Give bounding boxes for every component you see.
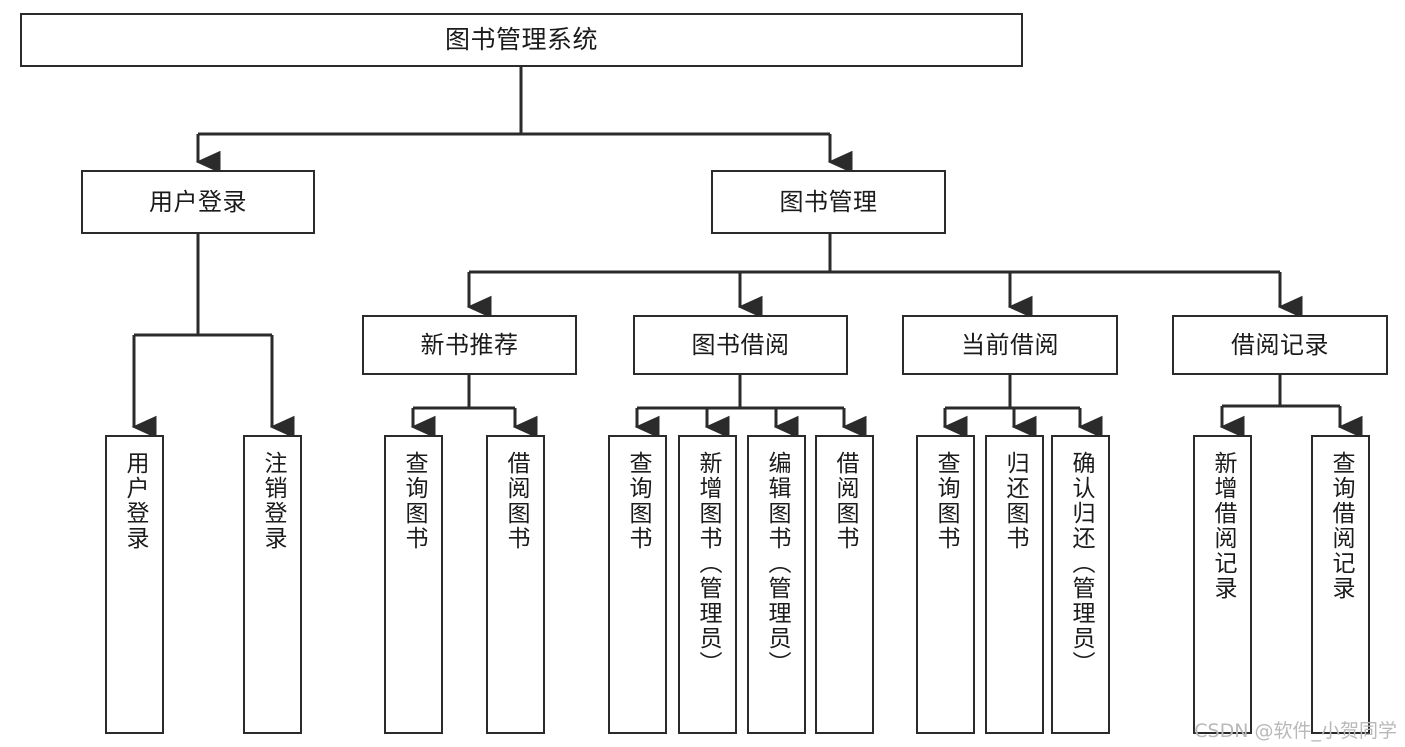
node-book-borrow[interactable]: 图书借阅 xyxy=(633,315,848,375)
node-book-borrow-label: 图书借阅 xyxy=(691,330,790,359)
node-leaf-query-book-1-label: 查询图书 xyxy=(401,451,427,551)
node-leaf-add-borrow-record[interactable]: 新增借阅记录 xyxy=(1193,435,1252,734)
node-leaf-logout-login-label: 注销登录 xyxy=(260,451,286,551)
node-leaf-return-book-label: 归还图书 xyxy=(1002,451,1028,551)
node-leaf-user-login[interactable]: 用户登录 xyxy=(105,435,164,734)
node-leaf-query-book-1[interactable]: 查询图书 xyxy=(384,435,443,734)
node-borrow-record[interactable]: 借阅记录 xyxy=(1172,315,1388,375)
node-leaf-query-book-3-label: 查询图书 xyxy=(933,451,959,551)
node-leaf-edit-book[interactable]: 编辑图书（管理员） xyxy=(747,435,806,734)
node-book-management-label: 图书管理 xyxy=(779,187,878,216)
node-current-borrow[interactable]: 当前借阅 xyxy=(902,315,1118,375)
node-leaf-add-borrow-record-label: 新增借阅记录 xyxy=(1210,451,1236,601)
node-book-management[interactable]: 图书管理 xyxy=(711,170,946,234)
node-leaf-logout-login[interactable]: 注销登录 xyxy=(243,435,302,734)
node-leaf-query-book-3[interactable]: 查询图书 xyxy=(916,435,975,734)
node-new-book-recommend[interactable]: 新书推荐 xyxy=(362,315,577,375)
node-current-borrow-label: 当前借阅 xyxy=(961,330,1059,359)
watermark-text: CSDN @软件_小贺同学 xyxy=(1194,720,1397,742)
node-leaf-query-book-2[interactable]: 查询图书 xyxy=(608,435,667,734)
node-user-login[interactable]: 用户登录 xyxy=(81,170,315,234)
node-leaf-query-borrow-record-label: 查询借阅记录 xyxy=(1328,451,1354,601)
node-leaf-query-book-2-label: 查询图书 xyxy=(625,451,651,551)
node-leaf-confirm-return-label: 确认归还（管理员） xyxy=(1068,451,1094,676)
node-leaf-borrow-book-1-label: 借阅图书 xyxy=(503,451,529,551)
node-leaf-add-book-label: 新增图书（管理员） xyxy=(695,451,721,676)
node-leaf-borrow-book-1[interactable]: 借阅图书 xyxy=(486,435,545,734)
node-leaf-confirm-return[interactable]: 确认归还（管理员） xyxy=(1051,435,1110,734)
node-leaf-query-borrow-record[interactable]: 查询借阅记录 xyxy=(1311,435,1370,734)
node-root-label: 图书管理系统 xyxy=(444,25,598,55)
node-user-login-label: 用户登录 xyxy=(149,187,247,216)
node-leaf-borrow-book-2-label: 借阅图书 xyxy=(832,451,858,551)
node-leaf-borrow-book-2[interactable]: 借阅图书 xyxy=(815,435,874,734)
node-leaf-return-book[interactable]: 归还图书 xyxy=(985,435,1044,734)
node-leaf-edit-book-label: 编辑图书（管理员） xyxy=(764,451,790,676)
node-leaf-add-book[interactable]: 新增图书（管理员） xyxy=(678,435,737,734)
node-leaf-user-login-label: 用户登录 xyxy=(122,451,148,551)
node-root[interactable]: 图书管理系统 xyxy=(20,13,1023,67)
node-borrow-record-label: 借阅记录 xyxy=(1231,330,1329,359)
node-new-book-recommend-label: 新书推荐 xyxy=(420,330,519,359)
